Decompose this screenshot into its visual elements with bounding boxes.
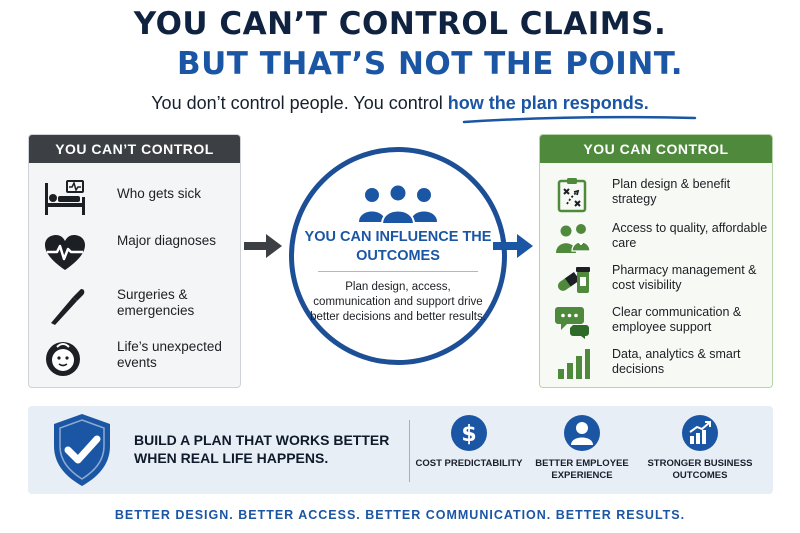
feature-label: COST PREDICTABILITY [415,458,523,469]
influence-body: Plan design, access, communication and s… [310,281,486,323]
feature-business-outcomes: STRONGER BUSINESS OUTCOMES [640,414,760,482]
subtitle-highlight: how the plan responds. [447,93,649,113]
subtitle-plain: You don’t control people. You control [151,93,448,113]
growth-chart-icon [682,415,718,451]
list-item-label: Pharmacy management & cost visibility [612,263,757,292]
list-item: Life’s unexpected events [29,335,242,385]
title-line-2: BUT THAT’S NOT THE POINT. [176,46,684,82]
people-group-icon [359,184,437,224]
banner-text: BUILD A PLAN THAT WORKS BETTER WHEN REAL… [134,432,390,466]
influence-title: YOU CAN INFLUENCE THE OUTCOMES [304,229,492,264]
bottom-banner: BUILD A PLAN THAT WORKS BETTER WHEN REAL… [28,406,773,494]
cant-control-panel: YOU CAN’T CONTROL Who gets sick Major di… [28,134,241,388]
divider [409,420,410,482]
scalpel-icon [51,289,85,325]
can-control-heading: YOU CAN CONTROL [540,135,772,163]
list-item: Plan design & benefit strategy [540,175,774,219]
title-line-1: YOU CAN’T CONTROL CLAIMS. [133,6,667,42]
shield-check-icon [54,414,110,486]
list-item: Data, analytics & smart decisions [540,343,774,387]
can-control-panel: YOU CAN CONTROL Plan design & benefit st… [539,134,773,388]
list-item-label: Clear communication & employee support [612,305,742,334]
feature-employee-experience: BETTER EMPLOYEE EXPERIENCE [522,414,642,482]
subtitle: You don’t control people. You control ho… [0,93,800,114]
list-item: Clear communication & employee support [540,301,774,345]
list-item-label: Plan design & benefit strategy [612,177,731,206]
bar-chart-icon [558,349,590,379]
influence-circle: YOU CAN INFLUENCE THE OUTCOMES Plan desi… [289,147,507,365]
heartbeat-icon [45,235,85,270]
pills-icon [557,267,590,293]
arrow-right-icon [244,234,282,258]
strategy-board-icon [557,178,587,213]
underline-swoosh [462,115,697,124]
list-item: Major diagnoses [29,229,242,279]
svg-text:$: $ [461,422,476,447]
list-item: Pharmacy management & cost visibility [540,259,774,303]
feature-label: STRONGER BUSINESS OUTCOMES [647,458,753,481]
list-item: Access to quality, affordable care [540,217,774,261]
footer-tagline: BETTER DESIGN. BETTER ACCESS. BETTER COM… [114,508,686,522]
list-item-label: Major diagnoses [117,233,217,248]
list-item-label: Surgeries & emergencies [117,287,195,318]
list-item: Who gets sick [29,175,242,225]
list-item: Surgeries & emergencies [29,283,242,333]
list-item-label: Who gets sick [117,186,202,201]
cant-control-heading: YOU CAN’T CONTROL [29,135,240,163]
person-icon [564,415,600,451]
chat-bubbles-icon [555,307,589,339]
feature-cost-predictability: $ COST PREDICTABILITY [409,414,529,470]
hospital-bed-icon [45,180,85,215]
list-item-label: Life’s unexpected events [117,339,222,370]
baby-icon [46,342,80,376]
arrow-right-icon [493,234,533,258]
divider [318,271,478,272]
doctors-icon [556,224,591,253]
feature-label: BETTER EMPLOYEE EXPERIENCE [535,458,629,481]
list-item-label: Data, analytics & smart decisions [612,347,741,376]
list-item-label: Access to quality, affordable care [612,221,768,250]
dollar-icon: $ [451,415,487,451]
